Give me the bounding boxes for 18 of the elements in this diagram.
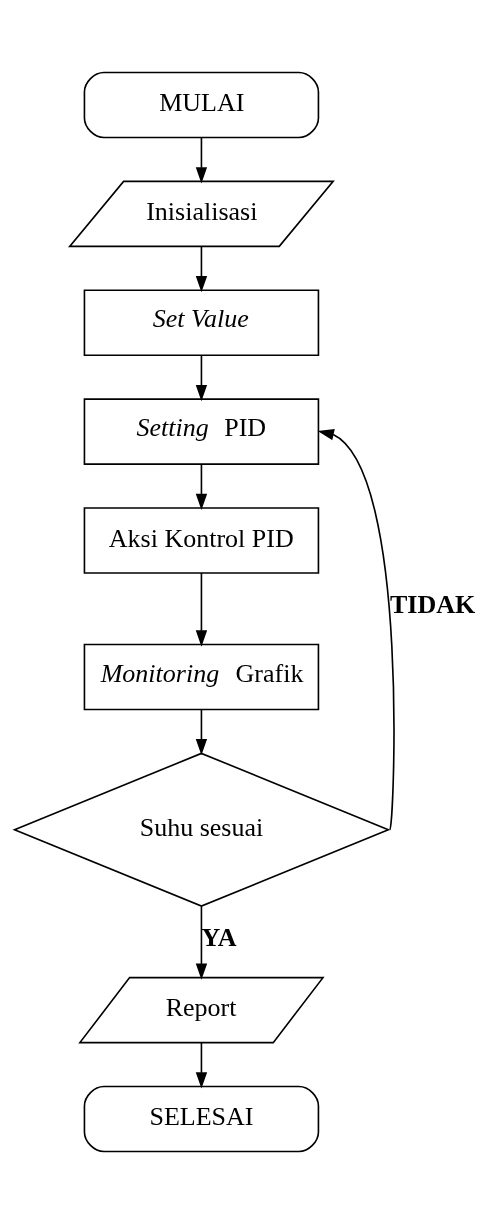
node-box: Aksi Kontrol PID bbox=[83, 506, 320, 574]
node-box: Setting PID bbox=[83, 397, 320, 465]
node-box: Set Value bbox=[83, 288, 320, 356]
edge-label: TIDAK bbox=[389, 589, 476, 619]
edge-label: YA bbox=[201, 922, 237, 952]
arrow bbox=[195, 463, 208, 510]
node-box: MULAI bbox=[83, 71, 320, 138]
arrow bbox=[317, 428, 395, 831]
node-box: SELESAI bbox=[83, 1085, 320, 1152]
arrow bbox=[195, 136, 208, 183]
node-box: Monitoring Grafik bbox=[83, 643, 320, 710]
arrow bbox=[195, 245, 208, 292]
arrow bbox=[195, 1041, 208, 1089]
arrow bbox=[195, 905, 208, 980]
arrow bbox=[195, 571, 208, 647]
arrow bbox=[195, 708, 208, 755]
node-diamond: Suhu sesuai bbox=[12, 752, 391, 907]
arrow bbox=[195, 354, 208, 401]
